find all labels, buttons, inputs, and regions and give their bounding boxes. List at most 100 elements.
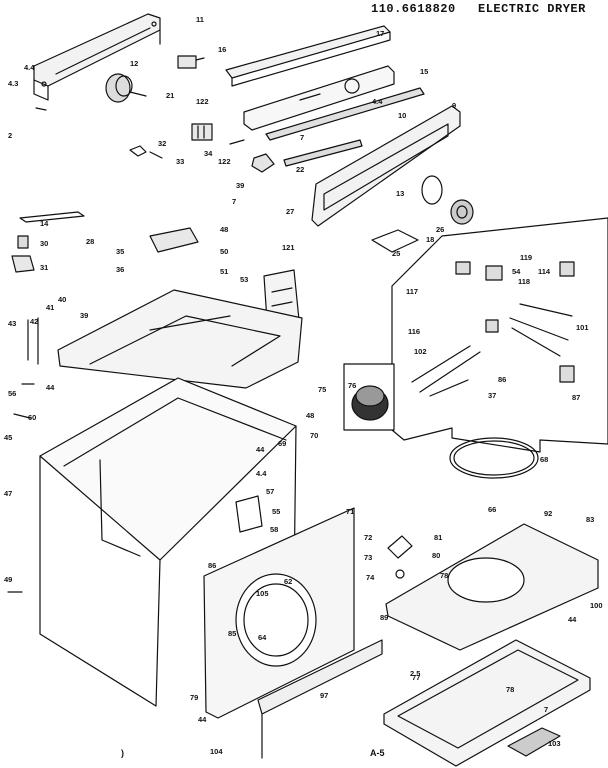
part-label: 121 — [282, 243, 295, 252]
part-label: 40 — [58, 295, 66, 304]
part-label: 13 — [396, 189, 404, 198]
part-label: 119 — [520, 253, 532, 262]
part-label: 83 — [586, 515, 594, 524]
console-panel-15 — [243, 65, 395, 131]
part-label: 18 — [426, 235, 434, 244]
part-label: 79 — [190, 693, 198, 702]
page-code: A-5 — [370, 748, 385, 758]
part-label: 42 — [30, 317, 38, 326]
part-label: 69 — [278, 439, 286, 448]
lint-screen-14 — [19, 211, 85, 223]
wiring-callout-box — [391, 217, 608, 453]
part-label: 30 — [40, 239, 48, 248]
console-panel-17 — [225, 25, 391, 87]
control-strip-10 — [265, 87, 425, 141]
part-label: 122 — [218, 157, 231, 166]
part-label: 102 — [414, 347, 427, 356]
footer-mark: ) — [121, 748, 124, 758]
part-label: 64 — [258, 633, 267, 642]
part-label: 2.5 — [410, 669, 420, 678]
part-label: 11 — [196, 15, 204, 24]
part-label: 33 — [176, 157, 184, 166]
timer-39 — [251, 153, 275, 173]
part-label: 28 — [86, 237, 94, 246]
part-label: 117 — [406, 287, 418, 296]
part-label: 39 — [80, 311, 88, 320]
timer-knob — [105, 73, 147, 103]
part-label: 58 — [270, 525, 278, 534]
top-panel-65 — [57, 289, 303, 389]
side-fasteners — [7, 317, 39, 593]
hinge-hardware-72 — [387, 535, 413, 579]
part-label: 53 — [240, 275, 248, 284]
part-label: 4.4 — [256, 469, 267, 478]
switch-16 — [177, 55, 205, 69]
part-label: 37 — [488, 391, 496, 400]
part-label: 48 — [306, 411, 314, 420]
part-label: 89 — [380, 613, 388, 622]
part-label: 10 — [398, 111, 406, 120]
part-label: 39 — [236, 181, 244, 190]
part-label: 72 — [364, 533, 372, 542]
part-label: 47 — [4, 489, 12, 498]
part-label: 116 — [408, 327, 420, 336]
part-label: 97 — [320, 691, 328, 700]
part-label: 122 — [196, 97, 209, 106]
part-label: 4.3 — [8, 79, 18, 88]
door-75 — [385, 523, 599, 651]
bracket-31 — [11, 255, 35, 273]
part-label: 15 — [420, 67, 428, 76]
front-panel — [203, 507, 355, 719]
lamp-30 — [17, 235, 29, 249]
part-label: 2 — [8, 131, 12, 140]
part-label: 45 — [4, 433, 12, 442]
part-label: 44 — [568, 615, 577, 624]
part-label: 16 — [218, 45, 226, 54]
trim-strip-22 — [283, 139, 363, 167]
part-label: 7 — [544, 705, 548, 714]
part-label: 27 — [286, 207, 294, 216]
part-label: 44 — [198, 715, 207, 724]
cabinet-48 — [39, 377, 297, 707]
model-number: 110.6618820 — [371, 2, 456, 16]
part-label: 48 — [220, 225, 228, 234]
part-label: 12 — [130, 59, 138, 68]
part-label: 7 — [232, 197, 236, 206]
part-label: 26 — [436, 225, 444, 234]
part-label: 49 — [4, 575, 12, 584]
console-rail — [33, 13, 161, 111]
part-label: 17 — [376, 29, 384, 38]
part-label: 118 — [518, 277, 530, 286]
part-label: 4.4 — [24, 63, 35, 72]
part-label: 7 — [300, 133, 304, 142]
part-label: 114 — [538, 267, 551, 276]
part-label: 4.4 — [372, 97, 383, 106]
part-label: 41 — [46, 303, 54, 312]
part-label: 100 — [590, 601, 603, 610]
part-label: 25 — [392, 249, 400, 258]
part-label: 21 — [166, 91, 174, 100]
part-label: 87 — [572, 393, 580, 402]
part-label: 75 — [318, 385, 326, 394]
part-label: 62 — [284, 577, 292, 586]
part-label: 70 — [310, 431, 318, 440]
console-front-9 — [311, 105, 461, 227]
part-label: 66 — [488, 505, 496, 514]
part-label: 32 — [158, 139, 166, 148]
part-label: 50 — [220, 247, 228, 256]
part-label: 34 — [204, 149, 213, 158]
part-label: 88 — [0, 0, 8, 2]
part-label: 105 — [256, 589, 269, 598]
drive-belt-68 — [449, 437, 539, 479]
part-label: 51 — [220, 267, 228, 276]
bracket-18 — [371, 229, 419, 253]
part-label: 71 — [346, 507, 354, 516]
part-label: 103 — [548, 739, 561, 748]
part-label: 14 — [40, 219, 49, 228]
part-label: 101 — [576, 323, 589, 332]
latch-35 — [149, 227, 199, 253]
part-label: 73 — [364, 553, 372, 562]
part-label: 43 — [8, 319, 16, 328]
